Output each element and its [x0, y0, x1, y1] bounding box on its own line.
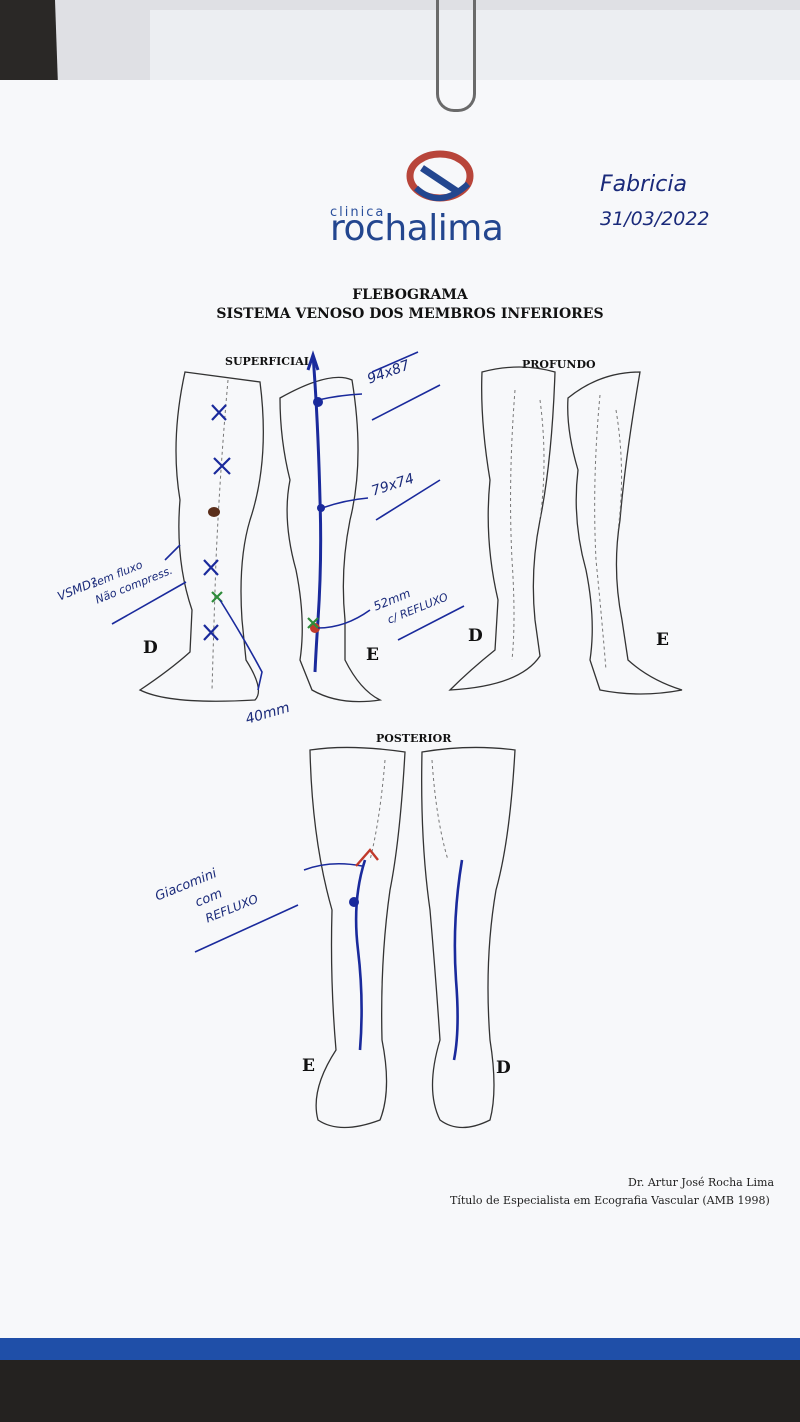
side-label-posterior-d: D	[496, 1058, 511, 1078]
doctor-credential: Título de Especialista em Ecografia Vasc…	[450, 1194, 770, 1207]
brown-dot	[208, 507, 220, 517]
side-label-superficial-e: E	[366, 645, 379, 665]
side-label-profundo-d: D	[468, 626, 483, 646]
side-label-superficial-d: D	[143, 638, 158, 658]
section-superficial: SUPERFICIAL	[225, 355, 312, 368]
table-surface	[0, 1360, 800, 1422]
vein-mark-posterior	[349, 897, 359, 907]
section-profundo: PROFUNDO	[522, 358, 596, 371]
side-label-profundo-e: E	[656, 630, 669, 650]
pen-arrow-red	[355, 848, 379, 867]
superficial-legs-outline	[138, 366, 683, 1129]
green-x-mark-2	[307, 617, 319, 629]
patient-name: Fabricia	[600, 172, 687, 197]
paper-edge-stripe	[0, 1338, 800, 1360]
pen-vein-posterior	[354, 859, 464, 1061]
x-marks	[203, 404, 231, 641]
clinic-prefix: clinica	[330, 205, 386, 220]
side-label-posterior-e: E	[302, 1056, 315, 1076]
vein-mark-reflux	[310, 623, 320, 633]
annotation-arrows	[111, 351, 465, 953]
clinic-name: rochalima	[330, 208, 504, 249]
exam-date: 31/03/2022	[600, 208, 710, 230]
report-title: FLEBOGRAMA	[352, 287, 468, 303]
report-subtitle: SISTEMA VENOSO DOS MEMBROS INFERIORES	[216, 306, 604, 322]
section-posterior: POSTERIOR	[376, 732, 452, 745]
doctor-name: Dr. Artur José Rocha Lima	[628, 1176, 775, 1189]
vein-mark-2	[317, 504, 325, 512]
vein-dotted-paths	[211, 379, 623, 861]
report-paper	[0, 80, 800, 1345]
clinic-logo-icon	[406, 150, 474, 202]
pen-vein-superficial-e	[306, 350, 323, 673]
paper-clip	[436, 0, 476, 112]
